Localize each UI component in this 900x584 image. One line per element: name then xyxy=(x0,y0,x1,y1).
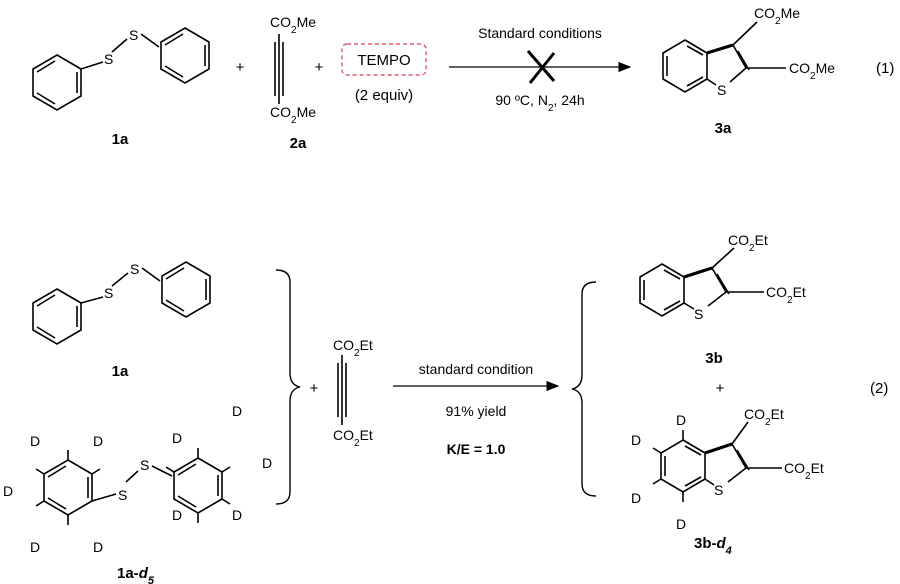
ester-group-label: CO2Et xyxy=(766,284,806,306)
equation-number: (2) xyxy=(870,380,888,397)
compound-label-3b: 3b xyxy=(705,350,723,367)
left-curly-brace xyxy=(275,269,301,505)
diethyl-acetylenedicarboxylate-structure xyxy=(337,355,347,425)
tempo-highlight-box xyxy=(341,43,427,76)
right-curly-brace xyxy=(571,281,597,497)
plus-sign: + xyxy=(315,59,324,76)
deuterium-atom-label: D xyxy=(93,433,103,449)
diphenyl-disulfide-structure xyxy=(32,261,211,345)
deuterium-atom-label: D xyxy=(262,455,272,471)
sulfur-atom-label: S xyxy=(130,261,139,277)
deuterated-benzothiophene-product-structure xyxy=(652,421,782,502)
arrow-condition-below: K/E = 1.0 xyxy=(447,441,506,457)
arrow-condition-above: Standard conditions xyxy=(478,25,602,41)
blocked-x-icon xyxy=(526,50,556,84)
deuterium-atom-label: D xyxy=(676,516,686,532)
deuterium-atom-label: D xyxy=(93,539,103,555)
arrow-condition-above: standard condition xyxy=(419,361,533,377)
deuterium-atom-label: D xyxy=(232,507,242,523)
ester-group-label: CO2Et xyxy=(744,406,784,428)
plus-sign: + xyxy=(236,59,245,76)
sulfur-atom-label: S xyxy=(717,82,726,98)
ester-group-label: CO2Me xyxy=(789,60,835,82)
sulfur-atom-label: S xyxy=(104,51,113,67)
reaction-2: S S 1a S S D xyxy=(3,232,888,584)
deuterium-atom-label: D xyxy=(30,539,40,555)
ester-group-label: CO2Me xyxy=(754,5,800,27)
deuterium-atom-label: D xyxy=(631,490,641,506)
additive-amount: (2 equiv) xyxy=(355,87,413,104)
ester-group-label: CO2Me xyxy=(270,104,316,126)
ester-group-label: CO2Et xyxy=(333,427,373,449)
arrow-condition-below: 90 ºC, N2, 24h xyxy=(495,92,584,114)
sulfur-atom-label: S xyxy=(714,482,723,498)
benzothiophene-product-structure xyxy=(662,21,786,93)
deuterium-atom-label: D xyxy=(172,430,182,446)
ester-group-label: CO2Et xyxy=(333,337,373,359)
dimethyl-acetylenedicarboxylate-structure xyxy=(274,34,284,104)
reaction-1: S S 1a + CO2Me CO2Me 2a + TEMPO (2 equiv… xyxy=(32,5,894,152)
compound-label-3a: 3a xyxy=(715,120,732,137)
diphenyl-disulfide-structure xyxy=(32,27,210,111)
sulfur-atom-label: S xyxy=(129,27,138,43)
compound-label-3b-d4: 3b-d4 xyxy=(694,535,732,557)
compound-label-1a-d5: 1a-d5 xyxy=(117,565,155,584)
deuterium-atom-label: D xyxy=(232,403,242,419)
arrow-condition-middle: 91% yield xyxy=(446,403,507,419)
compound-label-1a: 1a xyxy=(112,363,129,380)
ester-group-label: CO2Me xyxy=(270,14,316,36)
ester-group-label: CO2Et xyxy=(728,232,768,254)
deuterium-atom-label: D xyxy=(172,507,182,523)
sulfur-atom-label: S xyxy=(140,457,149,473)
ester-group-label: CO2Et xyxy=(784,460,824,482)
plus-sign: + xyxy=(310,380,319,397)
sulfur-atom-label: S xyxy=(694,306,703,322)
compound-label-2a: 2a xyxy=(290,135,307,152)
deuterium-atom-label: D xyxy=(676,412,686,428)
additive-label: TEMPO xyxy=(357,52,410,69)
deuterated-disulfide-structure xyxy=(35,448,231,525)
plus-sign: + xyxy=(716,380,725,397)
deuterium-atom-label: D xyxy=(631,432,641,448)
deuterium-atom-label: D xyxy=(30,433,40,449)
sulfur-atom-label: S xyxy=(104,285,113,301)
compound-label-1a: 1a xyxy=(112,131,129,148)
benzothiophene-product-structure xyxy=(639,247,764,317)
deuterium-atom-label: D xyxy=(3,483,13,499)
sulfur-atom-label: S xyxy=(118,487,127,503)
equation-number: (1) xyxy=(876,60,894,77)
